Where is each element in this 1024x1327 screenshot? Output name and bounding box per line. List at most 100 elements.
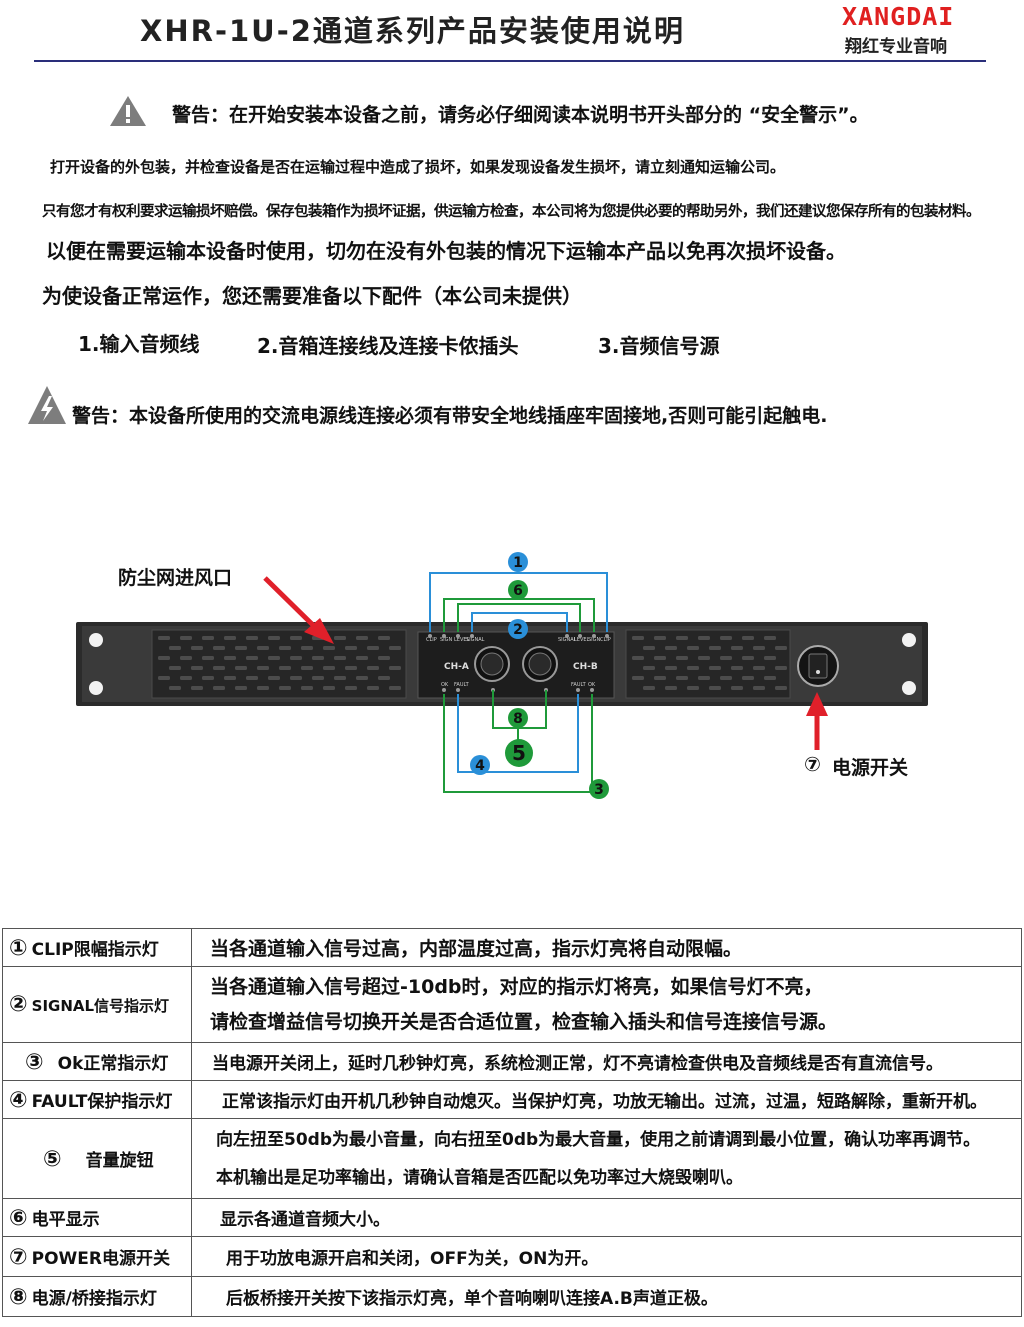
vent-slot [643,666,655,670]
vent-slot [378,656,390,660]
vent-slot [224,676,236,680]
vent-slot [378,676,390,680]
vent-slot [235,666,247,670]
vent-slot [731,646,743,650]
indicator-led [590,688,594,692]
dust-arrow-icon [263,576,334,644]
vent-slot [632,676,644,680]
callout-6: 6 [508,580,528,600]
power-switch [797,645,839,687]
vent-slot [257,686,269,690]
title-divider [34,60,986,62]
vent-slot [775,666,787,670]
vent-slot [334,636,346,640]
feature-name: CLIP限幅指示灯 [31,939,159,960]
vent-slot [213,686,225,690]
panel-led-label: LEVEL [454,637,470,643]
rack-hole-icon [902,633,916,647]
vent-slot [367,646,379,650]
vent-slot [654,636,666,640]
vent-slot [191,666,203,670]
vent-slot [676,676,688,680]
vent-slot [334,676,346,680]
vent-slot [169,646,181,650]
vent-slot [257,666,269,670]
vent-slot [687,666,699,670]
vent-slot [698,656,710,660]
vent-slot [345,646,357,650]
dust-filter-label: 防尘网进风口 [118,567,233,589]
vent-slot [356,636,368,640]
vent-slot [389,646,401,650]
vent-slot [235,646,247,650]
svg-text:3: 3 [594,782,604,798]
svg-text:CH-A: CH-A [444,662,469,672]
indicator-led [565,634,569,638]
vent-slot [632,636,644,640]
vent-slot [665,646,677,650]
vent-slot [676,636,688,640]
feature-name: 音量旋钮 [85,1150,154,1171]
vent-slot [279,646,291,650]
feature-name: SIGNAL信号指示灯 [31,997,170,1015]
accessory-item: 3.音频信号源 [598,334,720,358]
rack-hole-icon [89,681,103,695]
vent-slot [191,686,203,690]
callout-8: 8 [508,708,528,728]
vent-slot [268,656,280,660]
feature-desc-line: 向左扭至50db为最小音量，向右扭至0db为最大音量，使用之前请调到最小位置，确… [216,1129,981,1150]
vent-slot [235,686,247,690]
feature-desc: 向左扭至50db为最小音量，向右扭至0db为最大音量，使用之前请调到最小位置，确… [191,1118,1022,1199]
vent-slot [158,656,170,660]
vent-slot [687,686,699,690]
panel-led-label: OK [441,682,449,688]
vent-slot [643,686,655,690]
control-panel [417,631,615,699]
vent-slot [180,676,192,680]
vent-slot [169,666,181,670]
vent-slot [202,636,214,640]
left-dust-vent [151,629,407,699]
safety-warning-text: 警告：在开始安装本设备之前，请务必仔细阅读本说明书开头部分的 “安全警示”。 [172,104,869,126]
feature-number: ① [9,935,28,961]
feature-desc: 正常该指示灯由开机几秒钟自动熄灭。当保护灯亮，功放无输出。过流，过温，短路解除，… [191,1080,1022,1119]
vent-slot [764,656,776,660]
indicator-led [456,688,460,692]
vent-slot [720,676,732,680]
right-dust-vent [625,629,791,699]
vent-slot [268,676,280,680]
paragraph-claims: 只有您才有权利要求运输损坏赔偿。保存包装箱作为损坏证据，供运输方检查，本公司将为… [42,204,981,220]
brand-subtitle: 翔红专业音响 [845,37,947,57]
vent-slot [290,656,302,660]
feature-number: ④ [9,1087,28,1113]
svg-text:CH-B: CH-B [573,662,598,672]
panel-led-label: SIGN [440,637,453,643]
feature-desc-line: 请检查增益信号切换开关是否合适位置，检查输入插头和信号连接信号源。 [210,1010,838,1033]
indicator-led [605,634,609,638]
vent-slot [169,686,181,690]
feature-name: FAULT保护指示灯 [31,1091,173,1112]
feature-desc-line: 本机输出是足功率输出，请确认音箱是否匹配以免功率过大烧毁喇叭。 [216,1167,743,1188]
vent-slot [753,666,765,670]
panel-led-label: CLIP [600,637,611,643]
panel-led-label: SIGN [588,637,601,643]
vent-slot [334,656,346,660]
vent-slot [224,636,236,640]
vent-slot [367,686,379,690]
callout-2: 2 [508,619,528,639]
feature-number: ⑥ [9,1205,28,1231]
svg-text:8: 8 [513,711,523,727]
vent-slot [323,686,335,690]
vent-slot [665,666,677,670]
vent-slot [202,676,214,680]
vent-slot [709,666,721,670]
vent-slot [764,676,776,680]
